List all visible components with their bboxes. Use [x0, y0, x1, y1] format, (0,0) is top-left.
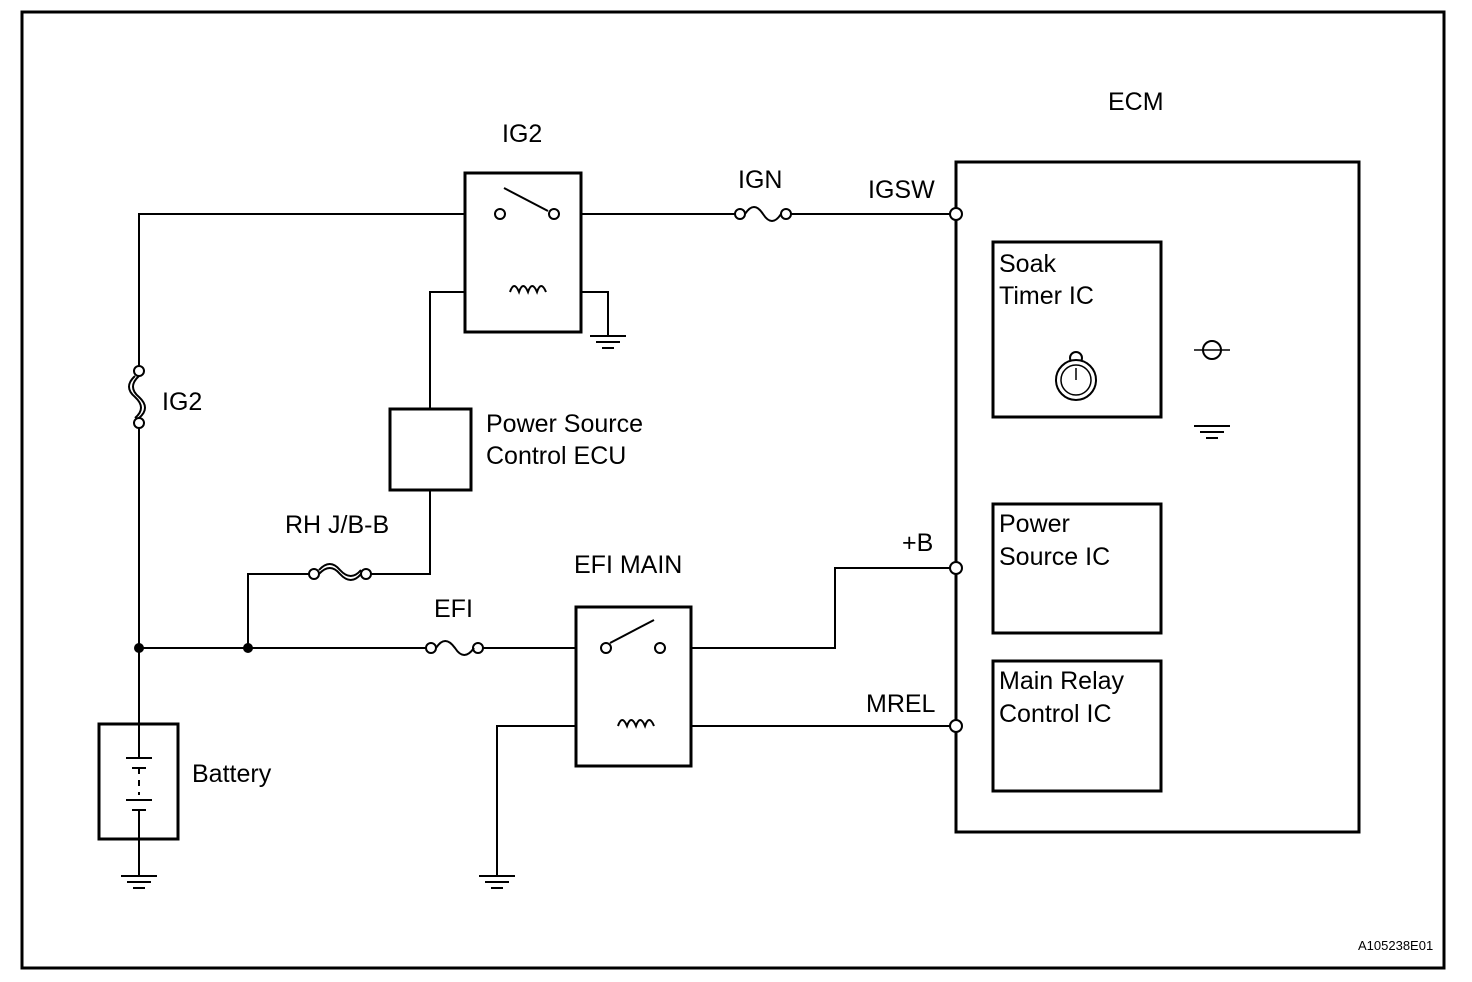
- power-source-ic-label-2: Source IC: [999, 543, 1110, 571]
- efi-fuse-icon: [425, 640, 484, 656]
- ig2-relay-coil-icon: [509, 285, 547, 295]
- main-relay-ic-label-1: Main Relay: [999, 667, 1125, 695]
- ig2-relay-label: IG2: [502, 120, 542, 148]
- stopwatch-icon: [1055, 351, 1097, 401]
- ign-fuse-icon: [734, 206, 792, 222]
- power-source-control-ecu-label-1: Power Source: [486, 410, 643, 438]
- igsw-terminal-icon: [949, 207, 963, 221]
- power-source-control-ecu-label-2: Control ECU: [486, 442, 626, 470]
- efi-main-relay-contact: [609, 619, 655, 644]
- igsw-terminal-label: IGSW: [868, 176, 935, 204]
- main-relay-ic-label-2: Control IC: [999, 700, 1112, 728]
- plus-b-terminal-icon: [949, 561, 963, 575]
- ig2-fuse-label: IG2: [162, 388, 202, 416]
- soak-timer-label-2: Timer IC: [999, 282, 1094, 310]
- mrel-terminal-icon: [949, 719, 963, 733]
- ground-icon: [590, 335, 626, 349]
- ig2-relay-box: [463, 171, 583, 334]
- soak-timer-label-1: Soak: [999, 250, 1056, 278]
- diagram-frame: [20, 10, 1446, 970]
- backup-source-icon: [1194, 340, 1230, 360]
- ig2-relay-contact: [503, 187, 549, 212]
- efi-relay-terminal-a: [600, 642, 612, 654]
- ground-icon: [1194, 425, 1230, 439]
- mrel-terminal-label: MREL: [866, 690, 936, 718]
- ground-icon: [121, 875, 157, 889]
- junction-dot: [243, 643, 253, 653]
- rh-jb-fuse-label: RH J/B-B: [285, 511, 389, 539]
- plus-b-terminal-label: +B: [902, 529, 933, 557]
- battery-icon: [126, 724, 152, 839]
- ig2-fuse-icon: [128, 365, 146, 429]
- power-source-control-ecu-box: [388, 407, 473, 492]
- ig2-relay-terminal-b: [548, 208, 560, 220]
- power-source-ic-box: [991, 502, 1163, 635]
- ground-icon: [479, 875, 515, 889]
- efi-main-relay-box: [574, 605, 693, 768]
- efi-main-relay-coil-icon: [617, 719, 655, 729]
- power-source-ic-label-1: Power: [999, 510, 1070, 538]
- efi-fuse-label: EFI: [434, 595, 473, 623]
- efi-main-relay-label: EFI MAIN: [574, 551, 682, 579]
- junction-dot: [134, 643, 144, 653]
- ig2-relay-terminal-a: [494, 208, 506, 220]
- efi-relay-terminal-b: [654, 642, 666, 654]
- ign-fuse-label: IGN: [738, 166, 782, 194]
- main-relay-control-ic-box: [991, 659, 1163, 793]
- rh-jb-fuse-icon: [308, 563, 372, 581]
- figure-id: A105238E01: [1358, 938, 1433, 953]
- ecm-label: ECM: [1108, 88, 1164, 116]
- battery-label: Battery: [192, 760, 272, 788]
